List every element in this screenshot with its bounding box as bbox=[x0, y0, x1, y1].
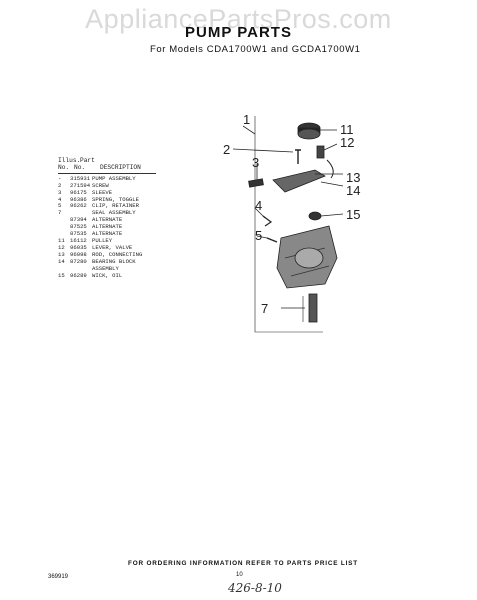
table-row: 87535 ALTERNATE bbox=[58, 230, 156, 238]
callout-4: 4 bbox=[255, 198, 263, 213]
table-header-row-2: No. No. DESCRIPTION bbox=[58, 163, 156, 174]
bearing-block-icon bbox=[272, 169, 326, 193]
row-description: ROD, CONNECTING bbox=[92, 250, 143, 258]
row-illus-no: 2 bbox=[58, 181, 62, 189]
row-part-no: 96035 bbox=[70, 243, 87, 251]
table-row: 5 96262 CLIP, RETAINER bbox=[58, 203, 156, 210]
row-illus-no: 3 bbox=[58, 188, 62, 196]
oil-wick-icon bbox=[308, 211, 322, 221]
callout-11: 11 bbox=[340, 122, 354, 137]
table-row: 87525 ALTERNATE bbox=[58, 223, 156, 231]
row-part-no: 271594 bbox=[70, 181, 91, 189]
page-number: 10 bbox=[236, 572, 243, 578]
row-part-no: 96098 bbox=[70, 250, 87, 258]
document-code: 369919 bbox=[48, 574, 69, 580]
row-part-no: 96289 bbox=[70, 271, 87, 279]
table-header-row-1: Illus. Part bbox=[58, 157, 156, 165]
row-part-no: 16112 bbox=[70, 236, 87, 244]
row-description: ALTERNATE bbox=[92, 223, 123, 231]
table-row: 4 96386 SPRING, TOGGLE bbox=[58, 195, 156, 204]
row-illus-no: 7 bbox=[58, 209, 62, 217]
table-row: 7 SEAL ASSEMBLY bbox=[58, 209, 156, 217]
callout-15-leader bbox=[320, 213, 344, 217]
callout-1-leader bbox=[242, 125, 256, 135]
header-description: DESCRIPTION bbox=[100, 163, 141, 171]
screw-icon bbox=[295, 149, 301, 164]
callout-3: 3 bbox=[252, 155, 260, 170]
row-illus-no bbox=[58, 217, 70, 224]
header-illus: Illus. bbox=[58, 157, 81, 164]
row-illus-no: 15 bbox=[58, 271, 65, 279]
callout-2: 2 bbox=[223, 142, 231, 157]
table-row: ASSEMBLY bbox=[58, 264, 156, 273]
table-row: 14 87280 BEARING BLOCK bbox=[58, 257, 156, 266]
callout-13: 13 bbox=[346, 170, 361, 185]
row-part-no: 87394 bbox=[70, 216, 87, 224]
callout-15: 15 bbox=[346, 207, 361, 222]
row-illus-no: 11 bbox=[58, 236, 65, 244]
row-illus-no: 4 bbox=[58, 195, 62, 203]
header-no-2: No. bbox=[74, 163, 86, 171]
row-description: PULLEY bbox=[92, 236, 113, 244]
row-description: WICK, OIL bbox=[92, 271, 123, 279]
table-row: 3 96175 SLEEVE bbox=[58, 188, 156, 197]
row-illus-no: 5 bbox=[58, 202, 62, 210]
table-row: 13 96098 ROD, CONNECTING bbox=[58, 250, 156, 259]
row-description: BEARING BLOCK bbox=[92, 257, 136, 265]
row-part-no: 96262 bbox=[70, 202, 87, 210]
row-description: SLEEVE bbox=[92, 188, 113, 196]
connecting-rod-icon bbox=[326, 159, 334, 179]
row-description: ALTERNATE bbox=[92, 216, 123, 224]
row-illus-no: 13 bbox=[58, 250, 65, 258]
callout-12-leader bbox=[323, 143, 338, 151]
callout-14: 14 bbox=[346, 183, 361, 198]
ordering-note: FOR ORDERING INFORMATION REFER TO PARTS … bbox=[128, 560, 358, 567]
row-description: ASSEMBLY bbox=[92, 264, 119, 272]
pump-exploded-diagram bbox=[232, 116, 344, 333]
row-illus-no: 12 bbox=[58, 243, 65, 251]
row-part-no: 87535 bbox=[70, 230, 87, 238]
row-description: ALTERNATE bbox=[92, 230, 123, 238]
handwritten-note: 426-8-10 bbox=[228, 581, 282, 595]
row-illus-no: - bbox=[58, 174, 62, 182]
page-subtitle: For Models CDA1700W1 and GCDA1700W1 bbox=[150, 44, 361, 55]
table-row: 87394 ALTERNATE bbox=[58, 216, 156, 224]
row-part-no: 87280 bbox=[70, 257, 87, 265]
table-row: 11 16112 PULLEY bbox=[58, 236, 156, 245]
frame-line bbox=[254, 116, 323, 333]
row-illus-no bbox=[58, 224, 70, 231]
seal-assembly-icon bbox=[308, 293, 318, 323]
row-part-no: 87525 bbox=[70, 223, 87, 231]
callout-1: 1 bbox=[243, 112, 251, 127]
row-part-no: 315931 bbox=[70, 174, 91, 182]
callout-7: 7 bbox=[261, 301, 269, 316]
table-row: 12 96035 LEVER, VALVE bbox=[58, 243, 156, 252]
sleeve-icon bbox=[248, 178, 264, 188]
callout-14-leader bbox=[320, 181, 344, 187]
row-description: SEAL ASSEMBLY bbox=[92, 209, 136, 217]
header-no-1: No. bbox=[58, 163, 70, 171]
header-part: Part bbox=[80, 157, 95, 164]
row-description: SCREW bbox=[92, 181, 109, 189]
row-description: PUMP ASSEMBLY bbox=[92, 174, 136, 182]
row-description: CLIP, RETAINER bbox=[92, 202, 139, 210]
watermark-text: AppliancePartsPros.com bbox=[85, 4, 392, 34]
callout-12: 12 bbox=[340, 135, 355, 150]
row-part-no: 96175 bbox=[70, 188, 87, 196]
row-illus-no: 14 bbox=[58, 257, 65, 265]
spring-toggle-icon bbox=[262, 215, 273, 227]
row-description: LEVER, VALVE bbox=[92, 243, 133, 251]
callout-5: 5 bbox=[255, 228, 263, 243]
retainer-clip-icon bbox=[266, 237, 278, 243]
row-part-no: 96386 bbox=[70, 195, 87, 203]
row-description: SPRING, TOGGLE bbox=[92, 195, 139, 203]
table-row: 15 96289 WICK, OIL bbox=[58, 271, 156, 280]
page-title: PUMP PARTS bbox=[185, 24, 292, 41]
valve-lever-icon bbox=[316, 145, 325, 159]
